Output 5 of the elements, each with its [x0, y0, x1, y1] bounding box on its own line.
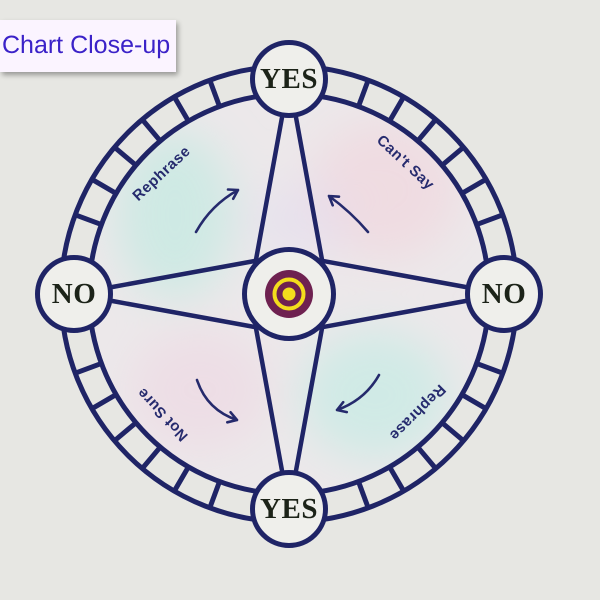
answer-label: YES — [260, 494, 318, 524]
answer-label: YES — [260, 64, 318, 94]
answer-label: NO — [52, 280, 96, 308]
answer-label: NO — [482, 280, 526, 308]
title-label: Chart Close-up — [0, 20, 176, 72]
